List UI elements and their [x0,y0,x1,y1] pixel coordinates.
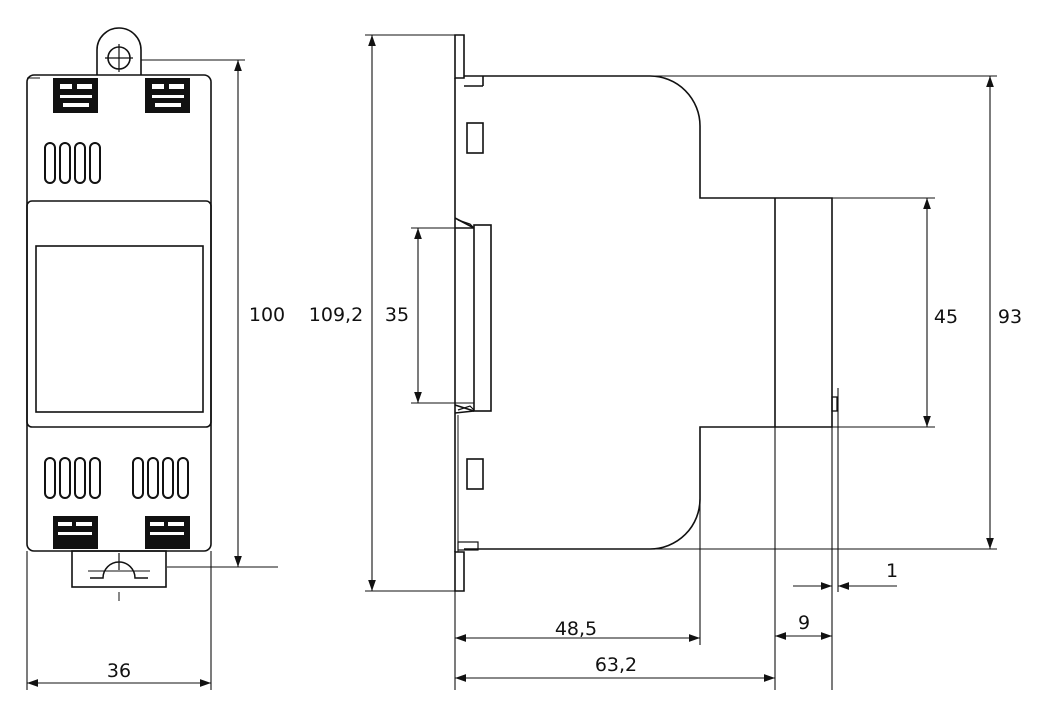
dim-label-45: 45 [934,306,958,328]
top-vents [44,142,101,184]
display-window [35,245,204,413]
top-mounting-ear [96,27,142,75]
dim-label-109-2: 109,2 [309,304,363,326]
din-clip [71,550,167,601]
front-dimensions [26,59,278,690]
bottom-vents [44,457,189,499]
knob [831,396,838,412]
side-dimensions [365,34,997,690]
front-cover [26,200,212,428]
dim-label-100: 100 [249,304,285,326]
dim-label-93: 93 [998,306,1022,328]
dim-label-35: 35 [385,304,409,326]
side-slot-top [466,122,484,154]
side-body-profile [464,75,833,550]
dim-label-63-2: 63,2 [595,654,637,676]
bottom-terminal-left [53,516,98,549]
top-terminal-left [53,78,98,113]
dim-label-9: 9 [798,612,810,634]
bottom-terminal-right [145,516,190,549]
front-view [26,27,212,601]
side-slot-bottom [466,458,484,490]
mounting-plate [454,34,465,79]
top-terminal-right [145,78,190,113]
dim-label-48-5: 48,5 [555,618,597,640]
din-rail [454,217,492,414]
dim-label-1: 1 [886,560,898,582]
dim-label-36: 36 [107,660,131,682]
side-view [454,34,838,592]
